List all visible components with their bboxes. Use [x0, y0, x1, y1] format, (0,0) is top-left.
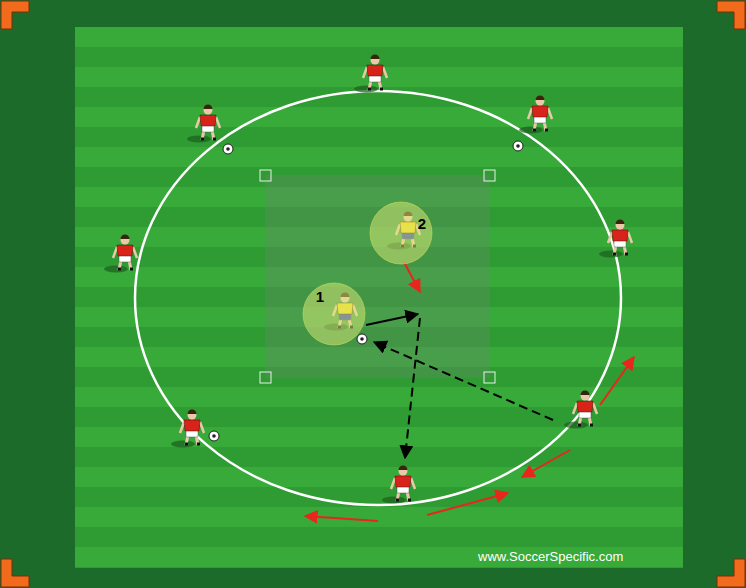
grass-stripe: [75, 527, 683, 547]
dribble-arrow: [366, 314, 418, 325]
callout-number: 1: [316, 289, 324, 304]
player-movement: [427, 493, 508, 515]
cone-marker: [260, 170, 271, 181]
soccer-ball: [357, 334, 367, 344]
highlight-circle: [302, 282, 366, 346]
player-figure: [382, 466, 415, 504]
pass-arrow: [374, 342, 553, 420]
watermark: www.SoccerSpecific.com: [478, 549, 623, 564]
player-highlight: 2: [369, 201, 433, 265]
cone-marker: [484, 170, 495, 181]
grass-stripe: [75, 427, 683, 447]
corner-marker: [1, 559, 29, 587]
corner-marker: [717, 1, 745, 29]
grass-stripe: [75, 547, 683, 567]
player-movement: [600, 357, 634, 405]
pass-arrow: [405, 318, 420, 458]
player-figure: [599, 220, 632, 258]
cone-marker: [484, 372, 495, 383]
cone-marker: [260, 372, 271, 383]
player-figure: [354, 55, 387, 93]
circle-line: [135, 91, 621, 505]
grass-stripe: [75, 467, 683, 487]
grass-stripe: [75, 147, 683, 167]
grass-stripe: [75, 447, 683, 467]
player-figure: [564, 391, 597, 429]
soccer-ball: [513, 141, 523, 151]
player-highlight: 1: [302, 282, 366, 346]
callout-number: 2: [418, 216, 426, 231]
player-movement: [305, 516, 378, 521]
corner-marker: [717, 559, 745, 587]
highlight-fill: [370, 202, 432, 264]
highlight-circle: [369, 201, 433, 265]
highlight-fill: [303, 283, 365, 345]
soccer-ball: [223, 144, 233, 154]
player-movement: [522, 450, 570, 477]
player-figure: [104, 235, 137, 273]
grass-stripe: [75, 567, 683, 568]
grass-stripe: [75, 107, 683, 127]
defender-run: [404, 262, 420, 292]
grass-stripe: [75, 507, 683, 527]
grid-area: [265, 175, 490, 378]
player-figure: [171, 410, 204, 448]
grass-stripe: [75, 127, 683, 147]
grass-stripe: [75, 27, 683, 47]
player-figure: [187, 105, 220, 143]
grass-stripe: [75, 47, 683, 67]
corner-marker: [1, 1, 29, 29]
soccer-ball: [209, 431, 219, 441]
player-figure: [519, 96, 552, 134]
